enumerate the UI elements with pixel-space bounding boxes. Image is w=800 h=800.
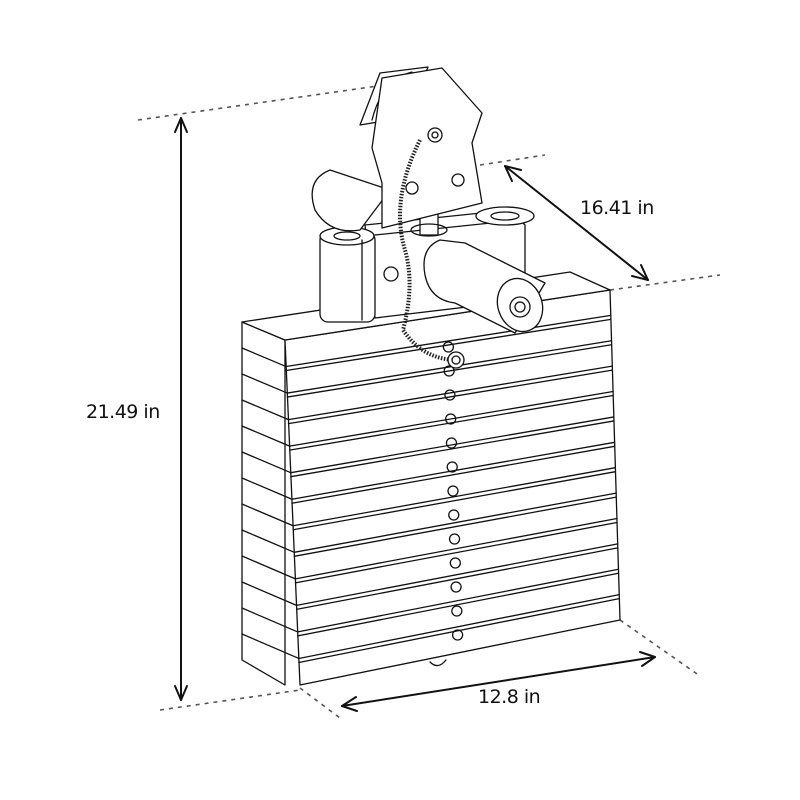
height-dimension-arrow: [174, 117, 188, 701]
depth-dimension-arrow: [504, 165, 649, 281]
extension-lines: [137, 79, 721, 719]
width-dimension-label: 12.8 in: [478, 686, 541, 708]
weight-plates: [241, 271, 621, 686]
pulley-housing: [359, 66, 483, 229]
width-dimension-arrow: [341, 651, 656, 712]
depth-dimension-label: 16.41 in: [580, 197, 654, 219]
height-dimension-label: 21.49 in: [86, 401, 160, 423]
selector-pin-handle: [423, 239, 546, 334]
cable-coil: [398, 139, 465, 369]
